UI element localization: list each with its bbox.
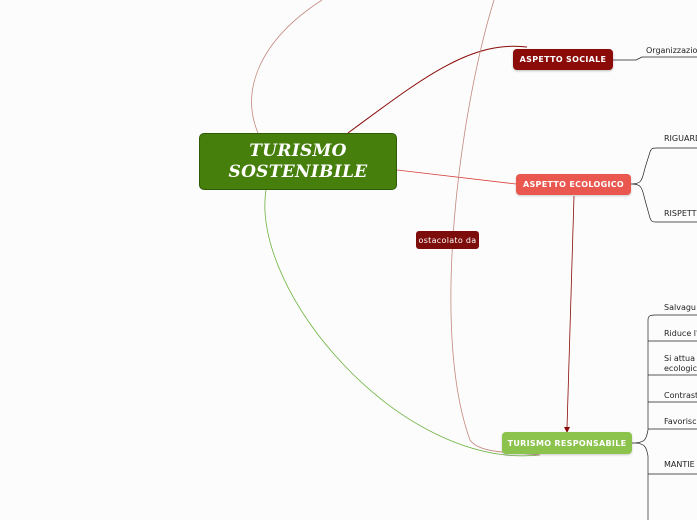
central-topic-line1: TURISMO: [249, 140, 347, 161]
bracket-responsabile: [631, 314, 697, 520]
leaf-riguarda[interactable]: RIGUARD: [664, 134, 697, 143]
leaf-favorisce[interactable]: Favorisc: [664, 417, 697, 426]
leaf-si-attua-line2: ecologic: [664, 364, 697, 373]
arrow-head: [564, 427, 570, 433]
link-sociale-leaf: [613, 56, 697, 61]
leaf-si-attua[interactable]: Si attua i ecologic: [664, 354, 697, 374]
leaf-rispetta[interactable]: RISPETT: [664, 209, 697, 218]
leaf-organizzazione[interactable]: Organizzazio: [646, 46, 697, 55]
link-central-ecologico: [396, 169, 517, 185]
leaf-mantiene[interactable]: MANTIE: [664, 460, 695, 469]
leaf-contrasta[interactable]: Contrast: [664, 391, 697, 400]
topic-aspetto-ecologico[interactable]: ASPETTO ECOLOGICO: [516, 174, 631, 195]
leaf-salvaguarda[interactable]: Salvagu: [664, 303, 696, 312]
leaf-riduce[interactable]: Riduce l': [664, 329, 697, 338]
relation-label-ostacolato-da[interactable]: ostacolato da: [416, 231, 479, 249]
topic-aspetto-sociale[interactable]: ASPETTO SOCIALE: [513, 49, 613, 70]
central-topic-turismo-sostenibile[interactable]: TURISMO SOSTENIBILE: [199, 133, 397, 190]
bracket-ecologico: [630, 147, 697, 223]
link-central-responsabile: [264, 189, 541, 457]
link-central-upper-loop: [251, 0, 323, 134]
link-ecologico-responsabile: [566, 195, 575, 429]
topic-turismo-responsabile[interactable]: TURISMO RESPONSABILE: [502, 432, 632, 454]
link-central-sociale: [347, 45, 528, 134]
link-relation: [450, 0, 541, 456]
leaf-si-attua-line1: Si attua i: [664, 354, 697, 363]
central-topic-line2: SOSTENIBILE: [228, 161, 368, 182]
